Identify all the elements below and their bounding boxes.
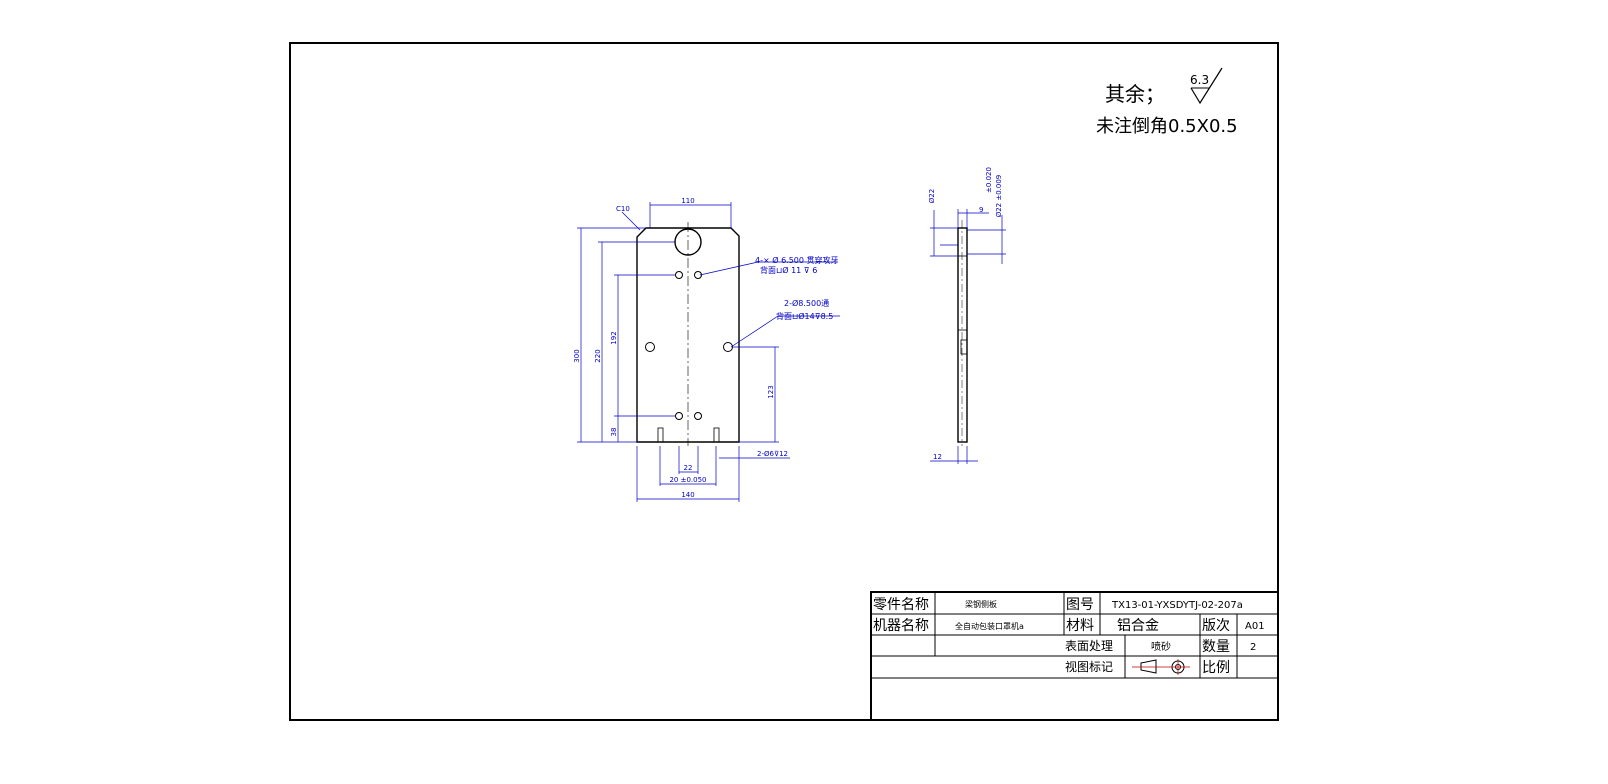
scale-label: 比例 [1202,660,1230,676]
side-dim-dia-c: ±0.020 [985,167,993,193]
material-value: 铝合金 [1117,618,1159,634]
surface-value: 喷砂 [1151,640,1171,653]
dim-20-label: 20 ±0.050 [669,476,706,484]
bottom-pin-holes [657,427,720,443]
width-top-label: 110 [681,197,694,205]
side-dim-12: 12 [933,453,942,461]
front-dimension-lines [577,202,840,502]
drawing-frame [289,42,1279,721]
height-3-label: 192 [610,331,618,344]
material-label: 材料 [1066,618,1094,634]
quantity-value: 2 [1250,642,1256,653]
side-dim-dia-a: Ø22 [928,189,936,203]
dim-140-label: 140 [681,491,694,499]
projection-symbol-icon [1132,659,1190,675]
height-4-label: 38 [610,428,618,437]
surface-roughness-icon [1190,67,1223,105]
height-right-label: 123 [767,385,775,398]
view-mark-label: 视图标记 [1065,659,1113,674]
part-name-label: 零件名称 [873,597,929,613]
drawing-no-label: 图号 [1066,597,1094,613]
chamfer-note: 未注倒角0.5X0.5 [1096,116,1238,137]
height-total-label: 300 [573,349,581,362]
title-block: 零件名称 梁钢侧板 图号 TX13-01-YXSDYTJ-02-207a 机器名… [870,591,1279,721]
dim-22-label: 22 [684,464,693,472]
height-2-label: 220 [594,349,602,362]
surface-label: 表面处理 [1065,639,1113,653]
side-dimension-lines [930,209,1006,464]
hole-note-1a: 4-× Ø 6.500 贯穿攻牙 [755,255,839,265]
front-view: C10 110 300 220 192 38 123 4-× Ø 6.500 贯… [573,197,840,502]
drawing-no-value: TX13-01-YXSDYTJ-02-207a [1111,600,1243,611]
bottom-hole-note: 2-Ø6⊽12 [757,450,788,458]
quantity-label: 数量 [1202,639,1230,655]
side-view: Ø22 Ø22 ±0.009 ±0.020 9 12 [928,167,1006,464]
hole-note-2b: 背面⊔Ø14⊽8.5 [776,311,833,321]
version-label: 版次 [1202,618,1230,634]
side-dim-dia-b: Ø22 ±0.009 [995,175,1003,218]
hole-note-2a: 2-Ø8.500通 [784,298,829,308]
roughness-prefix: 其余； [1105,82,1165,106]
tapped-holes [645,271,733,420]
side-dim-9: 9 [979,206,983,214]
side-outline [957,227,968,443]
part-name-value: 梁钢侧板 [965,599,997,609]
version-value: A01 [1245,621,1265,632]
machine-name-value: 全自动包装口罩机a [955,621,1024,631]
hole-note-1b: 背面⊔Ø 11 ⊽ 6 [760,265,817,275]
roughness-value: 6.3 [1190,73,1209,87]
machine-name-label: 机器名称 [873,618,929,634]
chamfer-label: C10 [616,205,630,213]
